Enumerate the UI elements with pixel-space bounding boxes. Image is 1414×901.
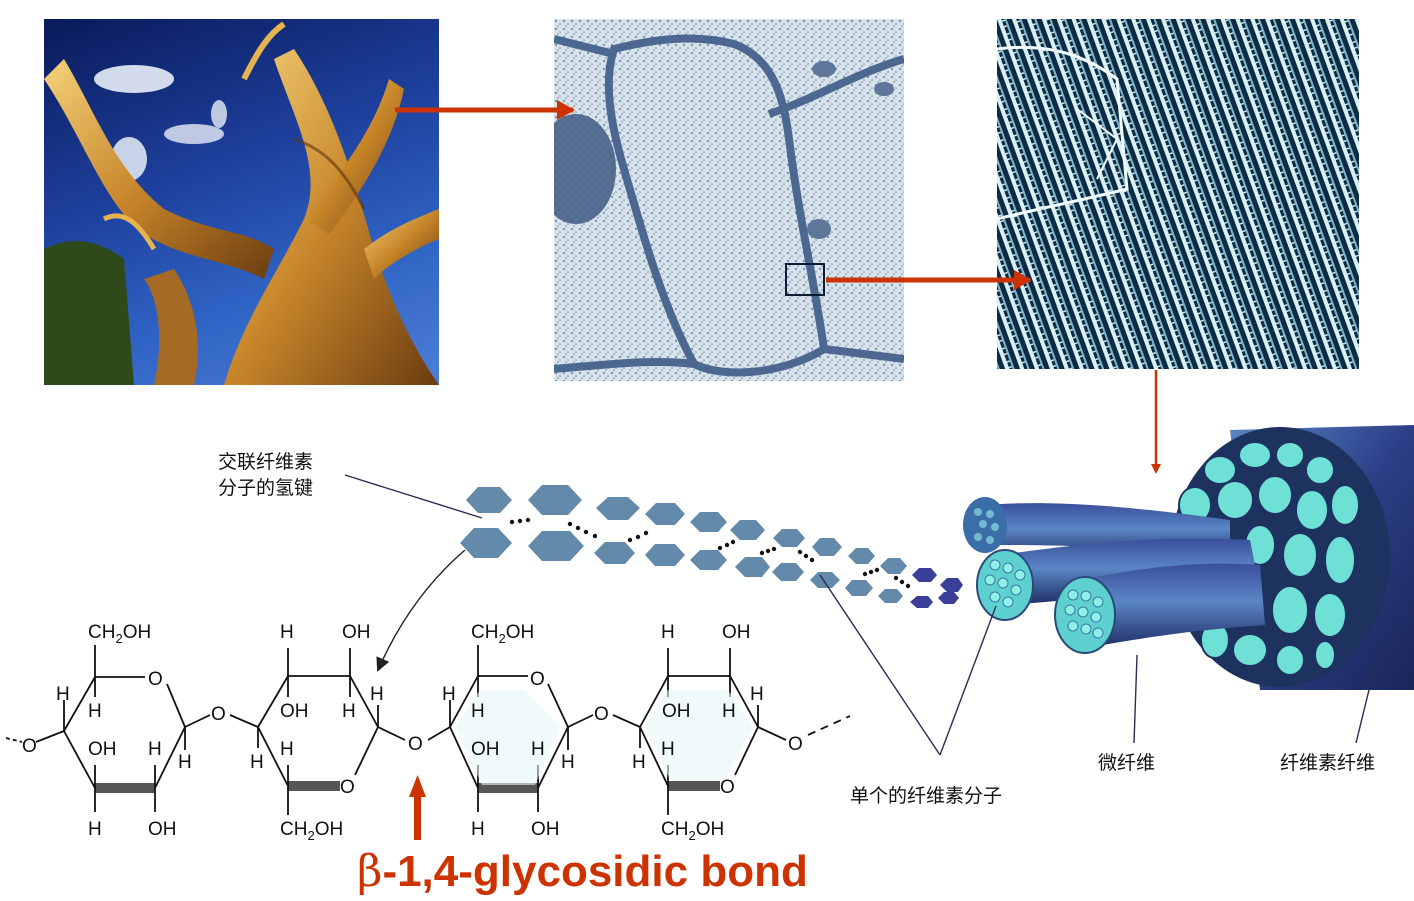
atom-o: O	[594, 704, 609, 725]
atom-h: H	[561, 752, 575, 773]
cellulose-haworth-structure	[5, 645, 851, 815]
atom-oh: OH	[280, 701, 309, 722]
atom-oh: OH	[342, 622, 371, 643]
label-cellulose-fiber: 纤维素纤维	[1280, 752, 1376, 774]
tree-illustration	[44, 21, 439, 385]
atom-o: O	[148, 669, 163, 690]
glycosidic-bond-text: -1,4-glycosidic bond	[382, 847, 808, 896]
atom-o: O	[22, 736, 37, 757]
atom-ch2oh: CH2OH	[280, 819, 343, 843]
atom-h: H	[632, 752, 646, 773]
atom-oh: OH	[722, 622, 751, 643]
leader-single-molecule-b	[939, 605, 997, 756]
atom-ch2oh: CH2OH	[88, 622, 151, 646]
leader-cellulose-fiber	[1355, 644, 1381, 744]
leader-lines	[344, 474, 1381, 756]
label-microfibril: 微纤维	[1098, 752, 1156, 774]
cell-walls-illustration	[554, 19, 904, 381]
atom-h: H	[471, 819, 485, 840]
cellulose-chains-illustration	[460, 485, 963, 608]
atom-h: H	[531, 739, 545, 760]
atom-oh: OH	[471, 739, 500, 760]
atom-h: H	[342, 701, 356, 722]
haworth-atom-labels: CH2OH O H H O OH H H H OH O H OH OH H H …	[22, 622, 803, 843]
atom-oh: OH	[662, 701, 691, 722]
leader-hydrogen-bonds	[344, 474, 483, 519]
arrow-glycosidic-bond	[409, 775, 426, 840]
beta-symbol: β	[357, 846, 383, 897]
atom-o: O	[530, 669, 545, 690]
zoom-region-box	[785, 263, 825, 296]
atom-h: H	[280, 739, 294, 760]
atom-ch2oh: CH2OH	[661, 819, 724, 843]
leader-microfibril	[1133, 654, 1138, 744]
microfibrils-illustration	[997, 19, 1359, 369]
atom-h: H	[178, 752, 192, 773]
atom-h: H	[661, 622, 675, 643]
atom-oh: OH	[148, 819, 177, 840]
atom-h: H	[88, 701, 102, 722]
leader-single-molecule-a	[819, 574, 941, 756]
atom-o: O	[340, 777, 355, 798]
atom-oh: OH	[531, 819, 560, 840]
atom-o: O	[211, 704, 226, 725]
atom-h: H	[280, 622, 294, 643]
fibril-micrograph	[997, 19, 1359, 369]
atom-h: H	[250, 752, 264, 773]
atom-o: O	[788, 734, 803, 755]
atom-h: H	[471, 701, 485, 722]
atom-o: O	[720, 777, 735, 798]
atom-h: H	[56, 684, 70, 705]
atom-h: H	[661, 739, 675, 760]
atom-h: H	[722, 701, 736, 722]
cell-micrograph	[554, 19, 904, 381]
atom-oh: OH	[88, 739, 117, 760]
label-hydrogen-bonds-line1: 交联纤维素	[218, 451, 314, 473]
label-single-cellulose-molecule: 单个的纤维素分子	[850, 785, 1003, 807]
atom-h: H	[442, 684, 456, 705]
label-hydrogen-bonds: 交联纤维素 分子的氢键	[218, 449, 313, 501]
atom-h: H	[148, 739, 162, 760]
arrow-chain-to-structure	[376, 549, 466, 672]
tree-photo	[44, 19, 439, 385]
atom-o-glycosidic: O	[408, 734, 423, 755]
cellulose-fiber-illustration	[963, 425, 1414, 690]
atom-h: H	[370, 684, 384, 705]
atom-h: H	[88, 819, 102, 840]
atom-ch2oh: CH2OH	[471, 622, 534, 646]
atom-h: H	[750, 684, 764, 705]
label-hydrogen-bonds-line2: 分子的氢键	[218, 477, 314, 499]
glycosidic-bond-title: β-1,4-glycosidic bond	[357, 846, 808, 897]
